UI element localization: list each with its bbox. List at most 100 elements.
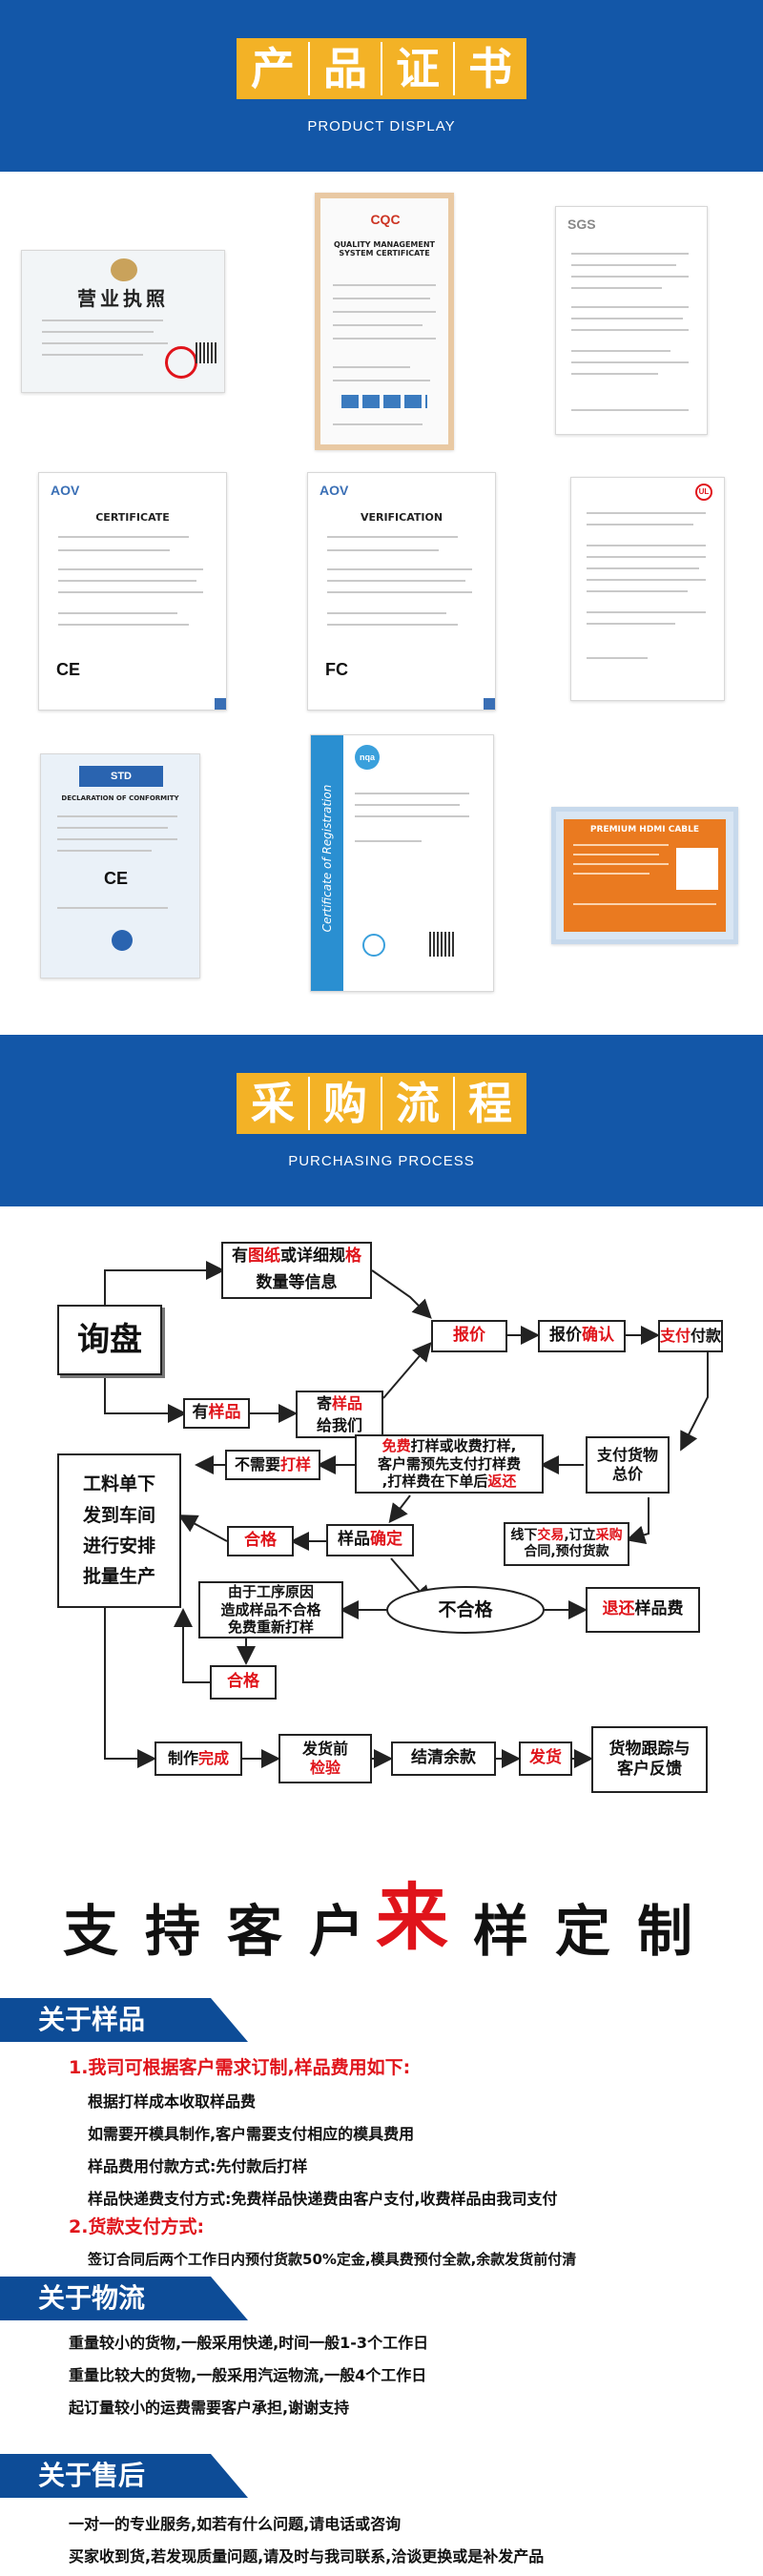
product-display-title: 产 品 证 书 [237,38,526,99]
hdmi-cable-label [676,848,718,890]
flow-text-red: 免费 [382,1436,411,1454]
flow-text: 客户需预先支付打样费 [377,1454,521,1473]
title-char: 流 [396,1078,440,1129]
certificate-heading: 营业执照 [77,287,169,310]
title-char: 程 [468,1078,512,1129]
sgs-certificate: SGS [555,206,708,435]
fcc-mark-icon: FC [325,660,348,679]
title-char: 制 [636,1899,692,1964]
title-char: 户 [308,1899,364,1964]
accreditation-logos [341,395,427,408]
logistics-line: 起订量较小的运费需要客户承担,谢谢支持 [69,2399,350,2417]
flow-text: 发到车间 [82,1504,155,1526]
flow-text: 不需要 [234,1455,280,1473]
title-char: 支 [62,1899,118,1964]
sample-info-line: 2.货款支付方式: [69,2216,205,2237]
flow-text: 有 [232,1247,248,1267]
certificate-logo: SGS [567,216,596,232]
title-char: 采 [251,1078,295,1129]
flow-text: 给我们 [316,1415,362,1434]
flow-text: 免费重新打样 [227,1618,314,1637]
aftersales-line: 一对一的专业服务,如若有什么问题,请电话或咨询 [69,2515,402,2533]
ship-node: 发货 [519,1741,572,1776]
has-sample-node: 有样品 [183,1398,250,1429]
sample-info-line: 如需要开模具制作,客户需要支付相应的模具费用 [88,2125,415,2143]
flow-text: 数量等信息 [256,1273,338,1293]
ul-certificate: UL [570,477,725,701]
purchasing-process-title: 采 购 流 程 [237,1073,526,1134]
pay-node: 支付付款 [658,1320,723,1352]
sample-info-line: 签订合同后两个工作日内预付货款50%定金,模具费预付全款,余款发货前付清 [88,2251,577,2268]
no-sample-needed-node: 不需要打样 [225,1450,320,1480]
production-done-node: 制作完成 [155,1741,242,1776]
title-char: 证 [396,43,440,94]
flow-text: 工料单下 [82,1473,155,1495]
flow-text-red: 打样 [280,1455,312,1473]
quote-confirm-node: 报价确认 [538,1320,626,1352]
title-char: 品 [323,43,367,94]
flow-text: 制作 [167,1749,198,1767]
certificate-heading: DECLARATION OF CONFORMITY [61,794,179,802]
ce-mark-icon: CE [104,869,129,888]
qr-code-icon [196,342,217,363]
flow-text-red: 样品 [208,1403,241,1423]
sample-info-line: 样品快递费支付方式:免费样品快递费由客户支付,收费样品由我司支付 [88,2190,558,2208]
flowchart-connectors [104,1261,709,1768]
flow-text: 发货前 [301,1740,348,1758]
title-char: 书 [468,43,512,94]
logistics-line: 重量比较大的货物,一般采用汽运物流,一般4个工作日 [69,2366,427,2384]
flow-text-red: 退还 [602,1599,635,1619]
certificate-logo: UL [695,484,712,501]
flow-text-red: 交易 [537,1527,565,1543]
flow-text: 批量生产 [82,1566,155,1588]
stamp-icon [112,930,133,951]
flow-text-red: 检验 [309,1759,340,1777]
tracking-feedback-node: 货物跟踪与 客户反馈 [591,1726,708,1793]
title-char: 持 [144,1899,200,1964]
qualified-node: 合格 [227,1526,294,1556]
title-char: 定 [554,1899,610,1964]
flow-text: 由于工序原因 [227,1582,314,1600]
title-char: 购 [323,1078,367,1129]
purchasing-process-header: 采 购 流 程 PURCHASING PROCESS [0,1035,763,1206]
about-logistics-tag: 关于物流 [0,2277,248,2320]
flow-text-red: 支付 [660,1327,691,1345]
title-char: 产 [251,43,295,94]
title-char: 客 [226,1899,282,1964]
settle-balance-node: 结清余款 [391,1741,496,1776]
process-reason-node: 由于工序原因 造成样品不合格 免费重新打样 [198,1581,343,1638]
certificate-heading: PREMIUM HDMI CABLE [589,825,700,835]
flow-text-red: 样品 [332,1393,363,1412]
pre-shipment-inspection-node: 发货前 检验 [278,1734,372,1783]
flow-text: 进行安排 [82,1535,155,1556]
flow-text: 货物跟踪与 [608,1739,691,1759]
certificate-heading: QUALITY MANAGEMENT SYSTEM CERTIFICATE [334,240,435,258]
title-char-highlight: 来 [376,1875,448,1960]
send-sample-node: 寄样品给我们 [296,1391,383,1438]
about-samples-tag: 关于样品 [0,1998,248,2042]
aov-ce-certificate: AOV CERTIFICATE CE [38,472,227,711]
quality-management-certificate: CQC QUALITY MANAGEMENT SYSTEM CERTIFICAT… [315,193,454,450]
flow-text: 客户反馈 [617,1760,682,1779]
sample-info-line: 1.我司可根据客户需求订制,样品费用如下: [69,2057,411,2078]
flow-text: 寄 [316,1393,332,1412]
certificate-logo: CQC [370,212,401,227]
flow-text-red: 采购 [595,1527,623,1543]
flow-text-red: 图纸 [248,1247,280,1267]
product-display-header: 产 品 证 书 PRODUCT DISPLAY [0,0,763,172]
national-emblem-icon [111,258,137,281]
flow-text: 有 [192,1403,209,1423]
flow-text-red: 完成 [198,1749,230,1767]
pay-goods-node: 支付货物总价 [586,1436,670,1494]
flow-text: 合同,预付货款 [524,1544,609,1559]
purchasing-flowchart: 询盘 有图纸或详细规格数量等信息 有样品 寄样品给我们 报价 报价确认 支付付款… [38,1211,725,1841]
flow-text: 付款 [691,1327,722,1345]
flow-text: 样品 [338,1530,370,1550]
flow-text: 打样或收费打样, [410,1436,517,1454]
work-order-node: 工料单下 发到车间 进行安排 批量生产 [57,1453,181,1608]
aov-fcc-verification: AOV VERIFICATION FC [307,472,496,711]
ce-mark-icon: CE [56,660,81,679]
certificate-logo: STD [79,766,163,787]
about-aftersales-tag: 关于售后 [0,2454,248,2498]
flow-text: 样品费 [634,1599,684,1619]
